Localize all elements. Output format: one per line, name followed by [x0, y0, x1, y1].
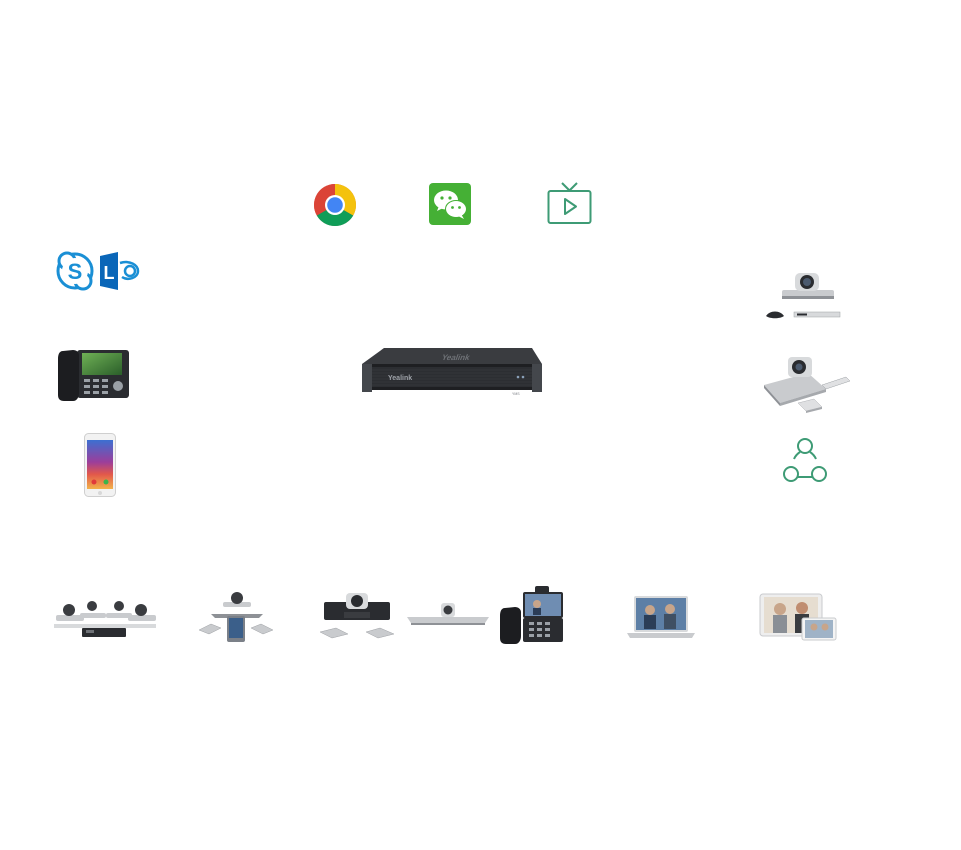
- hd-conference-system-icon: [762, 355, 856, 417]
- tablet-client-icon: [758, 592, 838, 642]
- federation-network-icon: [782, 437, 828, 483]
- video-conference-kit-icon: [316, 590, 398, 646]
- smart-video-phone-icon: [499, 584, 567, 646]
- wechat-icon: [429, 183, 471, 225]
- chrome-icon: [313, 183, 357, 227]
- cascade-room-system-icon: [52, 598, 158, 644]
- laptop-client-icon: [626, 595, 696, 641]
- server-model-tag: YMS: [512, 392, 520, 396]
- touch-conference-icon: [197, 590, 275, 646]
- live-tv-icon: [547, 182, 593, 226]
- mobile-phone-icon: [84, 433, 116, 497]
- camera-bar-icon: [405, 601, 491, 629]
- svg-text:L: L: [104, 263, 115, 283]
- skype-lync-icon: S L: [56, 250, 142, 292]
- svg-text:S: S: [68, 259, 83, 284]
- room-system-icon: [764, 270, 844, 322]
- server-appliance: Yealink Yealink YMS: [360, 346, 544, 398]
- server-brand-top: Yealink: [440, 353, 471, 362]
- server-brand-front: Yealink: [388, 375, 412, 382]
- ip-phone-icon: [55, 347, 133, 403]
